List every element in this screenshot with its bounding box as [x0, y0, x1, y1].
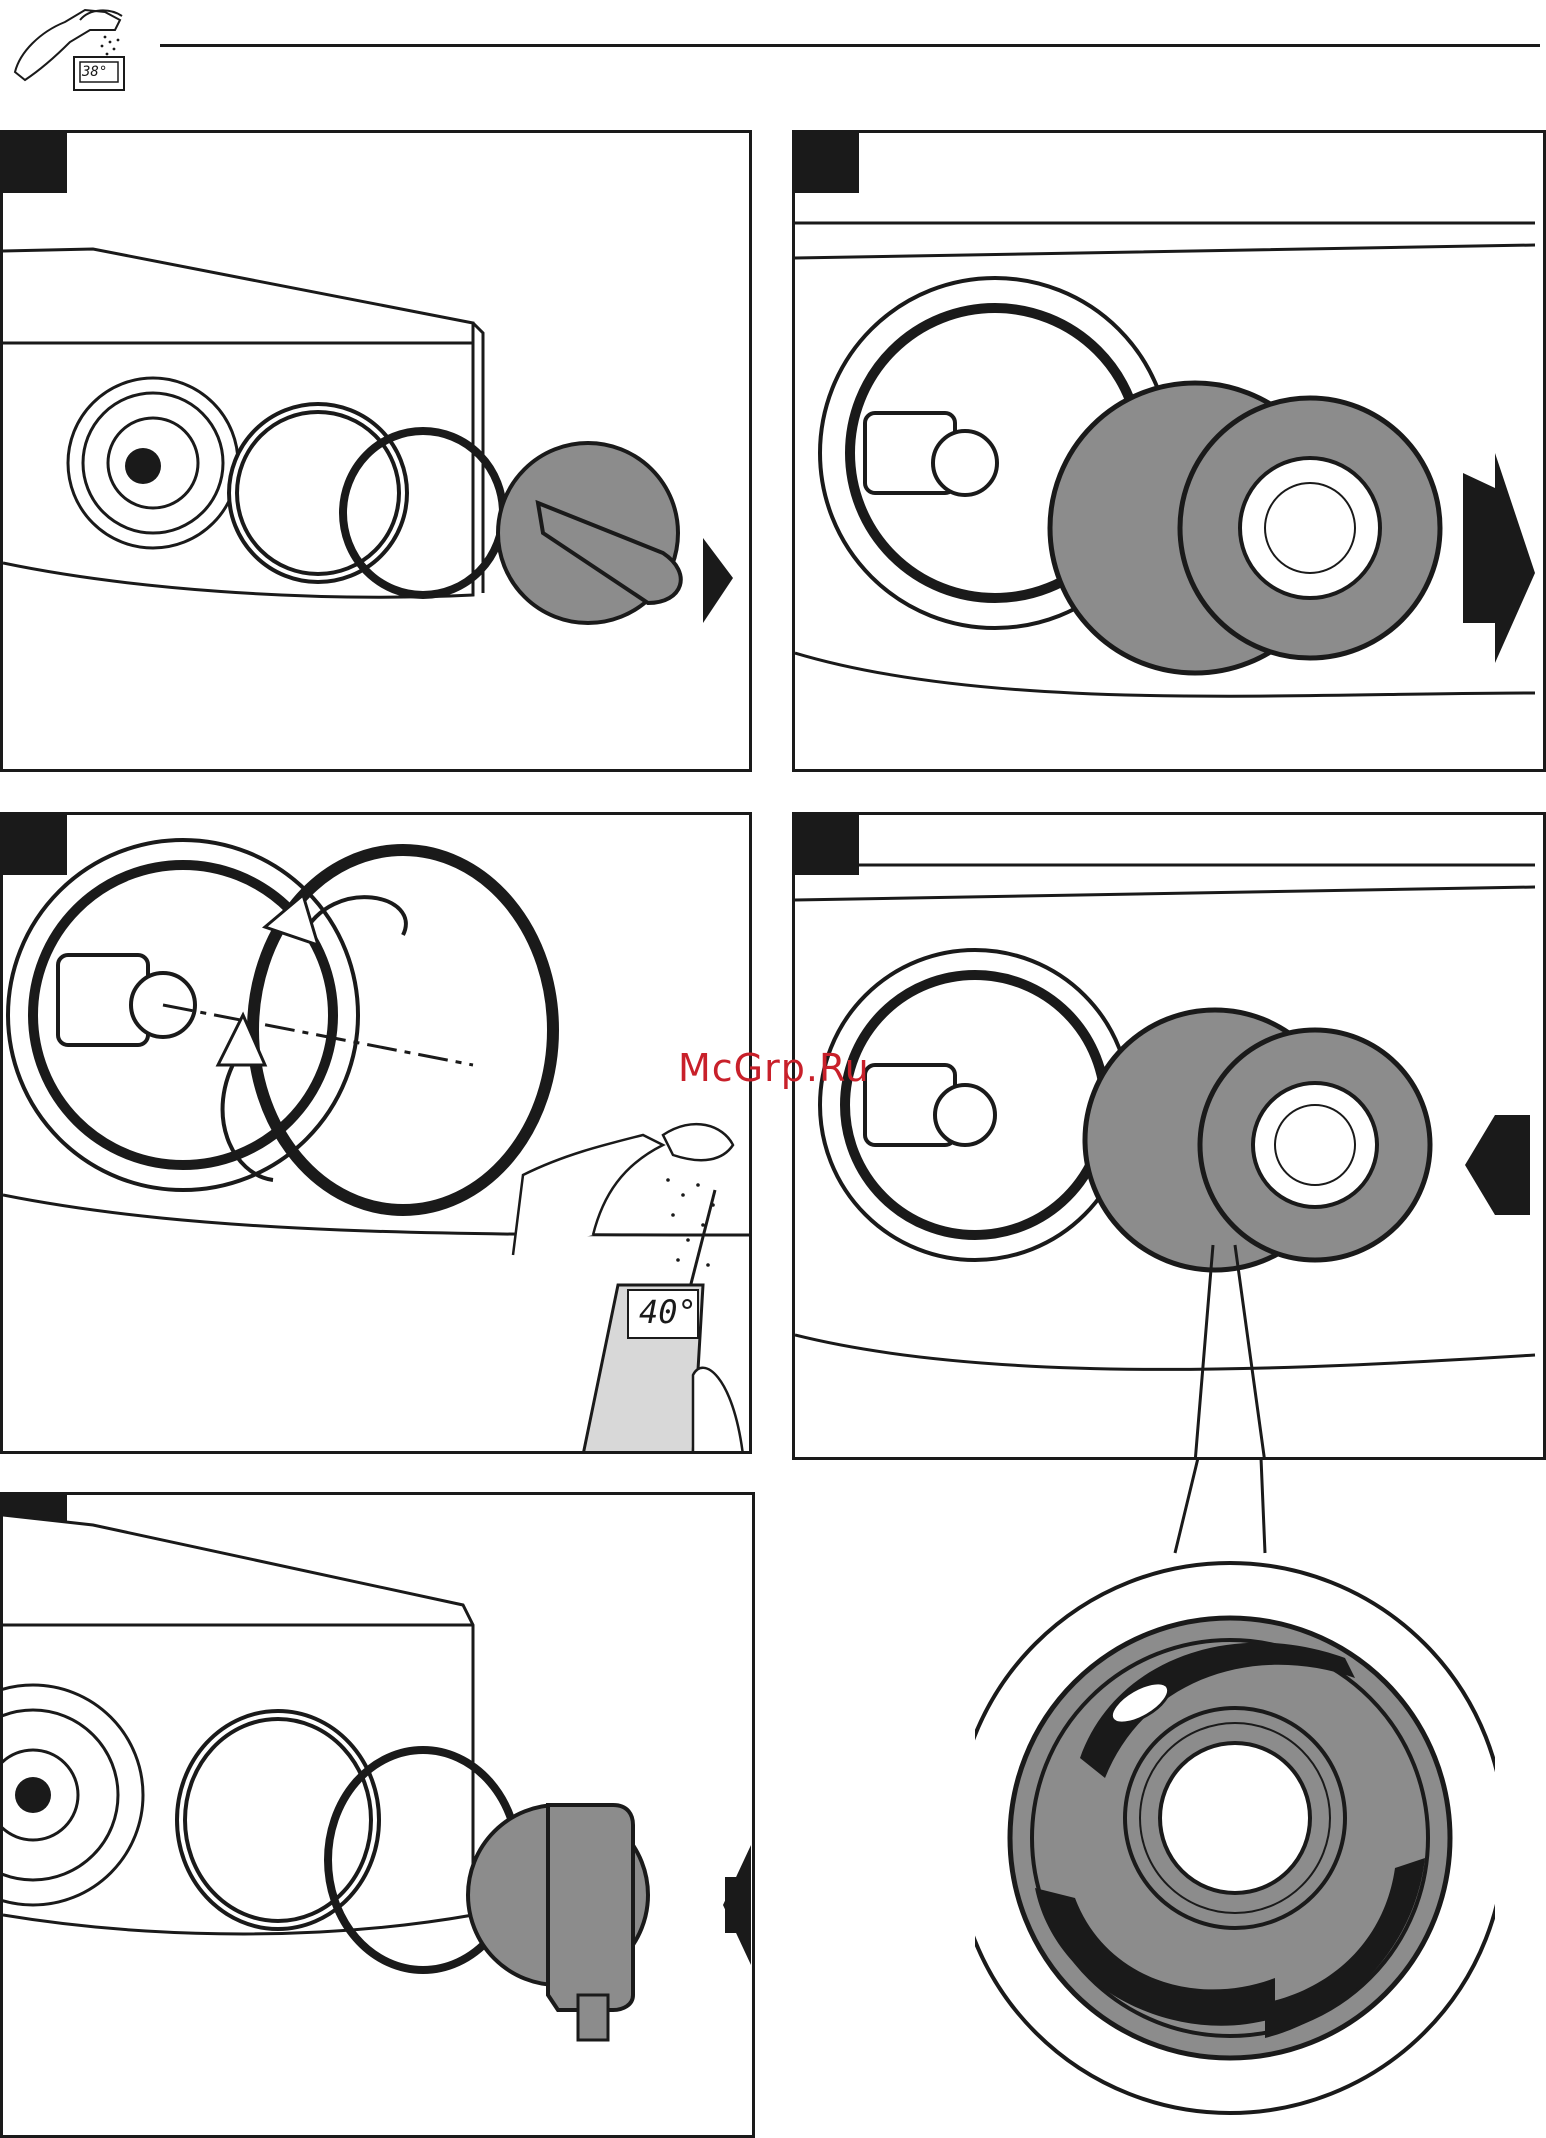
step-4-panel [792, 812, 1546, 1460]
cartridge-detail-zoom [975, 1458, 1495, 2133]
step-4-illustration [795, 815, 1546, 1460]
icon-temperature-readout: 38° [82, 64, 107, 80]
step-1-illustration [3, 133, 752, 772]
step-5-illustration [3, 1495, 755, 2138]
step-2-illustration [795, 133, 1546, 772]
step-1-panel [0, 130, 752, 772]
thermometer-readout: 40° [639, 1293, 697, 1331]
step-5-panel [0, 1492, 755, 2138]
watermark: McGrp.Ru [678, 1046, 870, 1090]
step-3-illustration [3, 815, 752, 1454]
header-rule [160, 44, 1540, 47]
step-2-panel [792, 130, 1546, 772]
shower-thermometer-icon: 38° [10, 2, 125, 92]
step-3-panel: 40° [0, 812, 752, 1454]
